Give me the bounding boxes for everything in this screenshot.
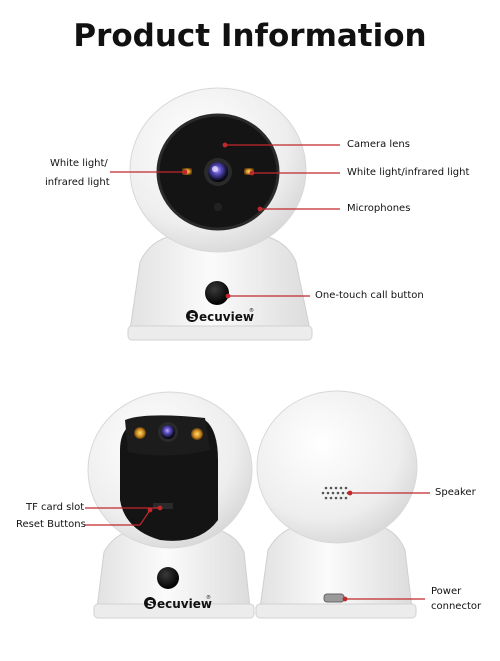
label-speaker: Speaker bbox=[435, 487, 476, 498]
brand-logo: S ecuview ® bbox=[186, 307, 254, 324]
label-call-button: One-touch call button bbox=[315, 290, 424, 301]
label-white-light-left-1: White light/ bbox=[50, 158, 108, 169]
label-microphones: Microphones bbox=[347, 203, 411, 214]
label-tf-card-slot: TF card slot bbox=[26, 502, 85, 513]
label-camera-lens: Camera lens bbox=[347, 139, 410, 150]
label-reset-buttons: Reset Buttons bbox=[16, 519, 86, 530]
label-power-2: connector bbox=[431, 601, 482, 612]
brand-logo-2: S ecuview ® bbox=[144, 594, 212, 611]
svg-text:®: ® bbox=[249, 307, 254, 314]
label-power-1: Power bbox=[431, 586, 462, 597]
svg-text:®: ® bbox=[206, 594, 211, 601]
label-white-light-left-2: infrared light bbox=[45, 177, 110, 188]
camera-lens-icon bbox=[208, 162, 228, 182]
call-button-icon bbox=[205, 281, 229, 305]
callout-lines bbox=[85, 142, 430, 602]
label-white-light-right: White light/infrared light bbox=[347, 167, 470, 178]
camera-angled: S ecuview ® bbox=[87, 391, 255, 619]
power-port-icon bbox=[323, 593, 345, 603]
svg-text:S: S bbox=[189, 312, 196, 323]
camera-back bbox=[255, 390, 418, 619]
svg-text:S: S bbox=[147, 599, 154, 610]
camera-front: S ecuview ® bbox=[127, 87, 313, 341]
page-title: Product Information bbox=[73, 18, 427, 54]
svg-text:ecuview: ecuview bbox=[157, 597, 212, 611]
svg-text:ecuview: ecuview bbox=[199, 310, 254, 324]
